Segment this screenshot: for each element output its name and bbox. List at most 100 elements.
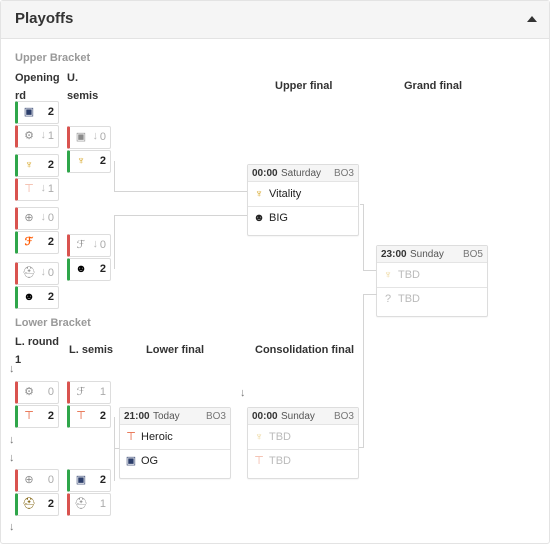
team-name: TBD: [269, 431, 291, 443]
down-arrow-icon: ↓: [40, 129, 47, 141]
vitality-logo-icon: ♆: [24, 159, 34, 171]
match-header: 00:00 Saturday BO3: [248, 165, 358, 182]
team-score: 0: [47, 474, 54, 486]
down-arrow-icon: ↓: [92, 130, 99, 142]
match-day: Sunday: [281, 411, 315, 422]
collapse-caret-icon[interactable]: [527, 16, 537, 22]
team-score: 0: [47, 212, 54, 224]
heroic-logo-icon: ⊤: [24, 183, 34, 195]
col-lower-round-1: L. round 1: [15, 336, 59, 366]
team-slot[interactable]: ⛑ 2: [15, 493, 59, 516]
team-slot[interactable]: ☻ 2: [67, 258, 111, 281]
team-slot[interactable]: ℱ ↓ 0: [67, 234, 111, 257]
upper-bracket-title: Upper Bracket: [15, 52, 91, 64]
match-team-row[interactable]: ▣ OG: [120, 450, 230, 474]
team-name: TBD: [398, 269, 420, 281]
team-slot[interactable]: ⊤ 2: [67, 405, 111, 428]
lower-final-match[interactable]: 21:00 Today BO3 ⊤ Heroic ▣ OG: [119, 407, 231, 479]
og-logo-icon: ▣: [125, 455, 137, 467]
team-slot[interactable]: ▣ ↓ 0: [67, 126, 111, 149]
team-logo-icon: ⊕: [24, 474, 34, 486]
bracket-connector: [114, 448, 119, 449]
team-slot[interactable]: ⚙ 0: [15, 381, 59, 404]
match-team-row[interactable]: ? TBD: [377, 288, 487, 312]
panel-header[interactable]: Playoffs: [1, 1, 549, 39]
team-slot[interactable]: ℱ 1: [67, 381, 111, 404]
bracket-connector: [360, 204, 361, 205]
match-day: Today: [153, 411, 180, 422]
vitality-logo-icon: ♆: [76, 155, 86, 167]
team-score: 2: [47, 159, 54, 171]
team-name: BIG: [269, 212, 288, 224]
team-slot[interactable]: ♆ 2: [67, 150, 111, 173]
match-team-row[interactable]: ♆ TBD: [377, 264, 487, 288]
team-slot[interactable]: ▣ 2: [15, 101, 59, 124]
match-team-row[interactable]: ♆ TBD: [248, 426, 358, 450]
team-slot[interactable]: ♆ 2: [15, 154, 59, 177]
down-arrow-icon: ↓: [40, 266, 47, 278]
match-team-row[interactable]: ☻ BIG: [248, 207, 358, 231]
team-score: 1: [47, 183, 54, 195]
team-score: 1: [47, 130, 54, 142]
panel-title: Playoffs: [15, 10, 74, 27]
team-score: 0: [99, 239, 106, 251]
team-score: 2: [47, 236, 54, 248]
bracket-connector: [114, 161, 115, 192]
match-format: BO5: [462, 249, 483, 260]
match-day: Saturday: [281, 168, 322, 179]
team-slot[interactable]: ⊤ ↓ 1: [15, 178, 59, 201]
team-score: 0: [99, 131, 106, 143]
team-slot[interactable]: ⊕ 0: [15, 469, 59, 492]
team-logo-icon: ⛑: [22, 498, 36, 510]
team-score: 2: [99, 474, 106, 486]
team-slot[interactable]: ⊕ ↓ 0: [15, 207, 59, 230]
upper-final-match[interactable]: 00:00 Saturday BO3 ♆ Vitality ☻ BIG: [247, 164, 359, 236]
grand-final-match[interactable]: 23:00 Sunday BO5 ♆ TBD ? TBD: [376, 245, 488, 317]
team-slot[interactable]: ⚙ ↓ 1: [15, 125, 59, 148]
team-score: 2: [99, 263, 106, 275]
team-slot[interactable]: ⊤ 2: [15, 405, 59, 428]
team-slot[interactable]: ℱ 2: [15, 231, 59, 254]
team-logo-icon: ⛑: [22, 267, 36, 279]
bracket-connector: [363, 294, 377, 295]
match-team-row[interactable]: ⊤ TBD: [248, 450, 358, 474]
big-logo-icon: ☻: [75, 263, 87, 275]
team-logo-icon: ⚙: [24, 130, 34, 142]
col-upper-final: Upper final: [275, 80, 333, 92]
match-format: BO3: [333, 168, 354, 179]
down-arrow-icon: ↓: [240, 387, 246, 399]
bracket-connector: [360, 204, 363, 205]
match-team-row[interactable]: ⊤ Heroic: [120, 426, 230, 450]
team-score: 1: [99, 498, 106, 510]
team-slot[interactable]: ⛑ 1: [67, 493, 111, 516]
team-slot[interactable]: ☻ 2: [15, 286, 59, 309]
team-name: Heroic: [141, 431, 173, 443]
down-arrow-icon: ↓: [9, 434, 15, 446]
team-score: 0: [47, 267, 54, 279]
bracket-connector: [363, 294, 364, 448]
vitality-logo-icon: ♆: [383, 269, 393, 281]
match-header: 23:00 Sunday BO5: [377, 246, 487, 263]
down-arrow-icon: ↓: [92, 238, 99, 250]
team-logo-icon: ⚙: [24, 386, 34, 398]
match-time: 23:00: [381, 249, 407, 260]
heroic-logo-icon: ⊤: [126, 431, 136, 443]
og-logo-icon: ▣: [75, 131, 87, 143]
og-logo-icon: ▣: [75, 474, 87, 486]
col-lower-semis: L. semis: [69, 344, 114, 356]
heroic-logo-icon: ⊤: [254, 455, 264, 467]
match-time: 00:00: [252, 411, 278, 422]
down-arrow-icon: ↓: [9, 521, 15, 533]
team-score: 2: [47, 106, 54, 118]
team-score: 1: [99, 386, 106, 398]
team-logo-icon: ⛑: [74, 498, 88, 510]
consolidation-final-match[interactable]: 00:00 Sunday BO3 ♆ TBD ⊤ TBD: [247, 407, 359, 479]
team-slot[interactable]: ▣ 2: [67, 469, 111, 492]
match-team-row[interactable]: ♆ Vitality: [248, 183, 358, 207]
bracket-connector: [114, 215, 248, 216]
col-upper-semis: U. semis: [67, 72, 99, 102]
down-arrow-icon: ↓: [9, 363, 15, 375]
og-logo-icon: ▣: [23, 106, 35, 118]
team-slot[interactable]: ⛑ ↓ 0: [15, 262, 59, 285]
